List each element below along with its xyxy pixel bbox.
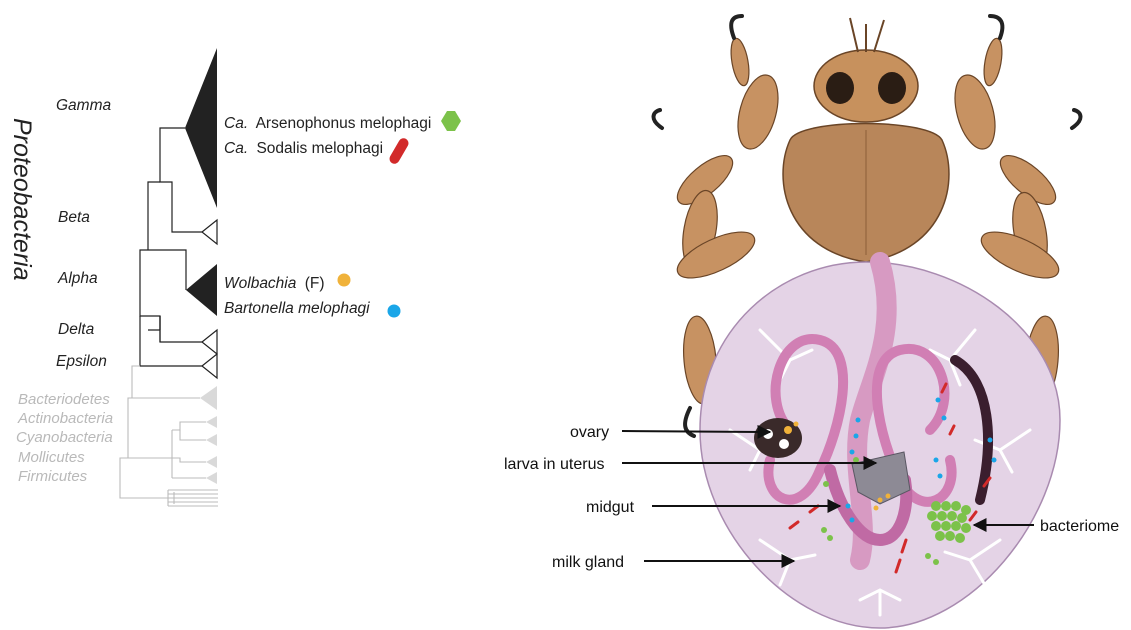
- phylum-label-cyanobacteria: Cyanobacteria: [16, 429, 113, 446]
- label-larva-in-uterus: larva in uterus: [504, 456, 605, 473]
- symbiont-sodalis: Ca. Sodalis melophagi: [224, 140, 383, 157]
- symbiont-wolbachia-name: Wolbachia: [224, 275, 297, 292]
- orange-dot-icon: [338, 274, 351, 287]
- phylum-label-mollicutes: Mollicutes: [18, 449, 85, 466]
- epsilon-clade-triangle: [202, 354, 217, 378]
- mollicutes-clade-triangle: [206, 456, 217, 468]
- symbiont-wolbachia: Wolbachia (F): [224, 275, 324, 292]
- delta-clade-triangle: [202, 330, 217, 354]
- proteobacteria-branches: [140, 128, 202, 366]
- blue-dot-icon: [388, 305, 401, 318]
- phylum-label-bacteriodetes: Bacteriodetes: [18, 391, 110, 408]
- beta-clade-triangle: [202, 220, 217, 244]
- symbiont-bartonella: Bartonella melophagi: [224, 300, 370, 317]
- gamma-clade-triangle: [185, 48, 217, 208]
- symbiont-arsenophonus-prefix: Ca.: [224, 115, 248, 132]
- symbiont-sodalis-prefix: Ca.: [224, 140, 248, 157]
- red-rod-icon: [388, 136, 411, 165]
- class-label-gamma: Gamma: [56, 97, 112, 114]
- symbiont-sodalis-name: Sodalis melophagi: [256, 140, 383, 157]
- label-midgut: midgut: [586, 499, 635, 516]
- symbiont-legend: Ca. Arsenophonus melophagi Ca. Sodalis m…: [224, 111, 461, 318]
- phylum-label: Proteobacteria: [8, 118, 36, 281]
- class-label-epsilon: Epsilon: [56, 353, 107, 370]
- right-eye: [878, 72, 906, 104]
- firmicutes-clade-triangle: [206, 472, 217, 484]
- label-ovary: ovary: [570, 424, 609, 441]
- class-label-delta: Delta: [58, 321, 95, 338]
- phylum-label-firmicutes: Firmicutes: [18, 468, 88, 485]
- phylogenetic-tree: Proteobacteria Gamma Beta Alpha Delta Ep…: [8, 48, 218, 506]
- symbiont-wolbachia-suffix: (F): [305, 275, 325, 292]
- alpha-clade-triangle: [186, 264, 217, 316]
- symbiont-arsenophonus: Ca. Arsenophonus melophagi: [224, 115, 431, 132]
- symbiont-arsenophonus-name: Arsenophonus melophagi: [256, 115, 432, 132]
- antennae: [850, 18, 884, 52]
- green-hexagon-icon: [441, 111, 461, 131]
- class-label-beta: Beta: [58, 209, 90, 226]
- actinobacteria-clade-triangle: [206, 416, 217, 428]
- sheep-ked-illustration: [654, 16, 1081, 628]
- bacteriodetes-clade-triangle: [200, 386, 217, 410]
- cyanobacteria-clade-triangle: [206, 434, 217, 446]
- label-milk-gland: milk gland: [552, 554, 624, 571]
- ovary-arrow: [622, 431, 770, 432]
- other-phyla-branches: [120, 366, 218, 506]
- label-bacteriome: bacteriome: [1040, 518, 1119, 535]
- class-label-alpha: Alpha: [57, 270, 98, 287]
- left-eye: [826, 72, 854, 104]
- phylum-label-actinobacteria: Actinobacteria: [17, 410, 113, 427]
